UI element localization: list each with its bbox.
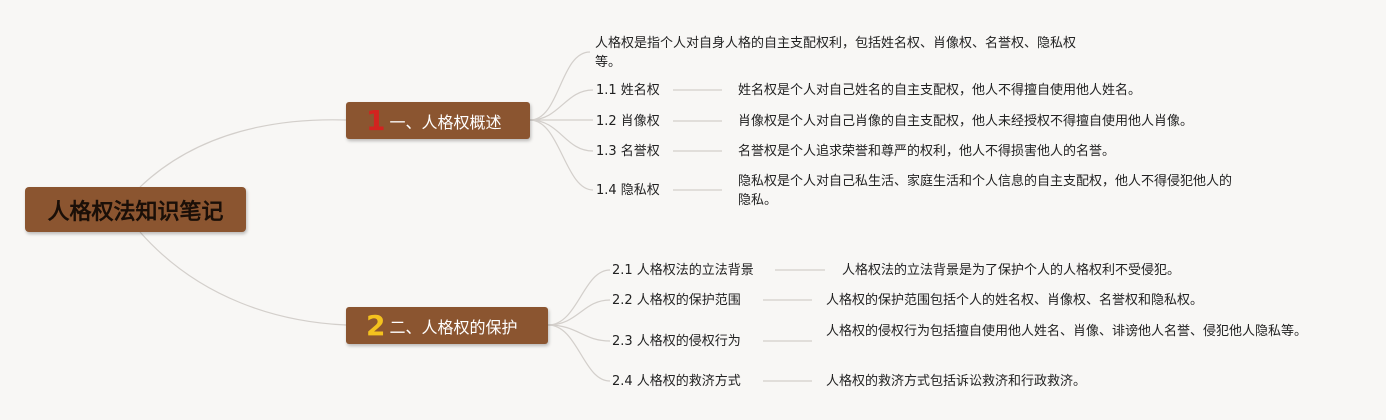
topic-2-3-label[interactable]: 2.3 人格权的侵权行为 — [612, 334, 741, 349]
topic-1-3-detail[interactable]: 名誉权是个人追求荣誉和尊严的权利，他人不得损害他人的名誉。 — [738, 144, 1116, 159]
topic-1-3-label[interactable]: 1.3 名誉权 — [596, 144, 660, 159]
root-node[interactable]: 人格权法知识笔记 — [25, 187, 246, 232]
branch-label-2: 二、人格权的保护 — [389, 317, 518, 337]
topic-2-1-label[interactable]: 2.1 人格权法的立法背景 — [612, 263, 754, 278]
topic-1-2-label[interactable]: 1.2 肖像权 — [596, 114, 660, 129]
topic-1-1-label[interactable]: 1.1 姓名权 — [596, 83, 660, 98]
connector-b1-item4 — [529, 119, 594, 191]
connector-b2-item3 — [547, 324, 611, 342]
number-badge-2: 2 — [366, 308, 386, 342]
topic-2-1-detail[interactable]: 人格权法的立法背景是为了保护个人的人格权利不受侵犯。 — [842, 263, 1181, 278]
branch-1-intro[interactable]: 人格权是指个人对自身人格的自主支配权利，包括姓名权、肖像权、名誉权、隐私权等。 — [595, 36, 1077, 70]
branch-label-1: 一、人格权概述 — [389, 112, 502, 132]
topic-1-1-detail[interactable]: 姓名权是个人对自己姓名的自主支配权，他人不得擅自使用他人姓名。 — [738, 83, 1142, 98]
connector-root-branch-2 — [139, 231, 347, 326]
connector-root-branch-1 — [139, 119, 347, 188]
topic-2-4-label[interactable]: 2.4 人格权的救济方式 — [612, 374, 741, 389]
topic-2-2-detail[interactable]: 人格权的保护范围包括个人的姓名权、肖像权、名誉权和隐私权。 — [826, 293, 1204, 308]
topic-2-4-detail[interactable]: 人格权的救济方式包括诉讼救济和行政救济。 — [826, 374, 1087, 389]
topic-2-2-label[interactable]: 2.2 人格权的保护范围 — [612, 293, 741, 308]
topic-2-3-detail[interactable]: 人格权的侵权行为包括擅自使用他人姓名、肖像、诽谤他人名誉、侵犯他人隐私等。 — [826, 324, 1308, 339]
connector-b1-item1 — [529, 89, 594, 121]
connector-b1-intro — [529, 51, 591, 121]
branch-node-2[interactable]: 2 二、人格权的保护 — [346, 307, 548, 344]
topic-1-2-detail[interactable]: 肖像权是个人对自己肖像的自主支配权，他人未经授权不得擅自使用他人肖像。 — [738, 114, 1194, 129]
connector-b1-item3 — [529, 119, 594, 152]
root-title: 人格权法知识笔记 — [47, 199, 224, 225]
connector-b2-item1 — [547, 269, 611, 326]
topic-1-4-label[interactable]: 1.4 隐私权 — [596, 183, 660, 198]
topic-1-4-detail[interactable]: 隐私权是个人对自己私生活、家庭生活和个人信息的自主支配权，他人不得侵犯他人的隐私… — [738, 174, 1233, 208]
number-badge-1: 1 — [366, 103, 386, 137]
connector-b2-item4 — [547, 324, 611, 382]
connector-b2-item2 — [547, 299, 611, 326]
branch-node-1[interactable]: 1 一、人格权概述 — [346, 102, 530, 139]
